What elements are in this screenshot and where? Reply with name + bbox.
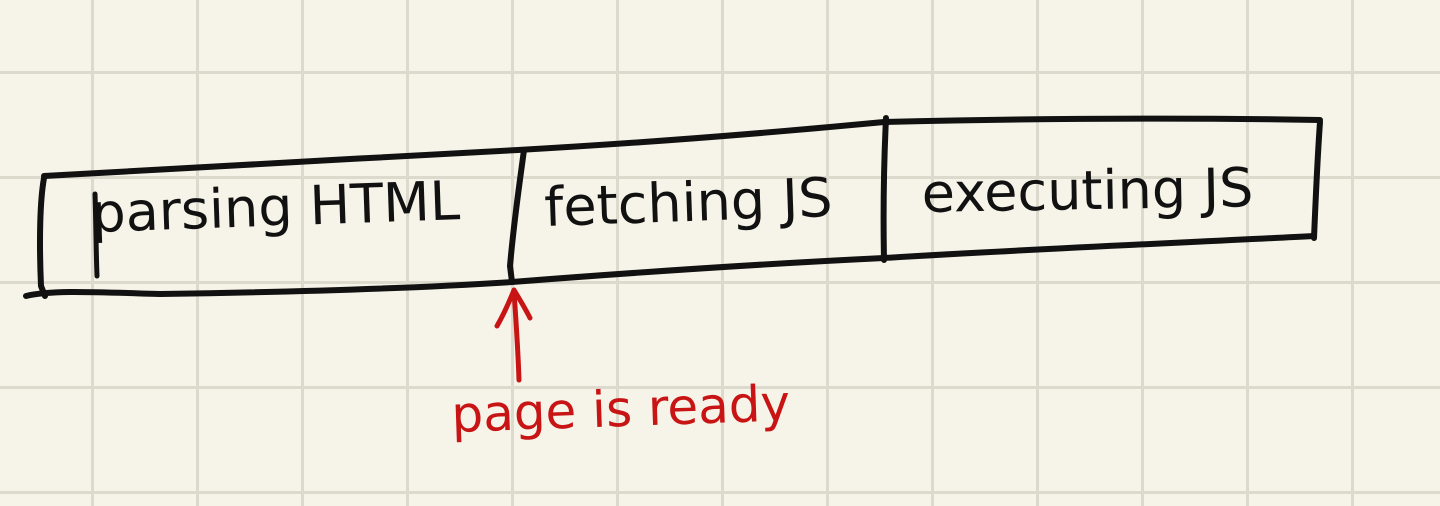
- stage-divider-1: [507, 147, 527, 285]
- marker-label-page-is-ready: page is ready: [450, 374, 791, 444]
- stage-label-fetching-js: fetching JS: [543, 166, 833, 239]
- timeline-bottom-edge: [23, 233, 1317, 299]
- timeline-top-edge: [41, 115, 1323, 179]
- timeline-right-edge: [1311, 119, 1323, 241]
- page-ready-marker: page is ready: [450, 287, 791, 444]
- stage-label-parsing-html: parsing HTML: [90, 169, 461, 245]
- stage-label-executing-js: executing JS: [921, 156, 1254, 225]
- stage-labels: parsing HTML fetching JS executing JS: [90, 156, 1254, 245]
- stage-1-left-stroke: [92, 191, 100, 279]
- stage-divider-2: [880, 115, 889, 263]
- up-arrow-head: [494, 287, 533, 329]
- timeline-left-edge: [37, 175, 48, 299]
- timeline-bar: [23, 115, 1323, 299]
- up-arrow-icon: [511, 289, 522, 383]
